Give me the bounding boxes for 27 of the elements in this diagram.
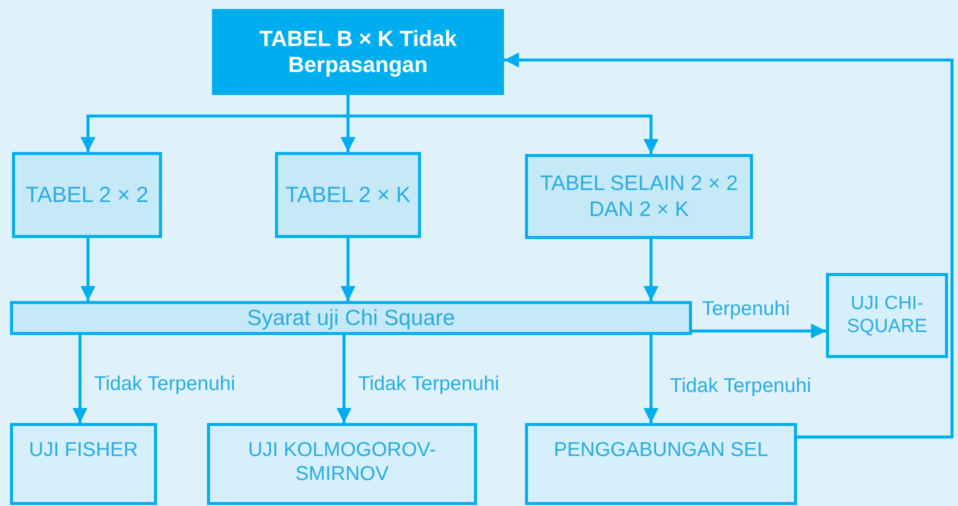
box-text: UJI FISHER	[29, 438, 138, 462]
arrow	[336, 335, 352, 423]
box-text: TABEL SELAIN 2 × 2 DAN 2 × K	[539, 171, 739, 222]
box-text: PENGGABUNGAN SEL	[554, 438, 768, 462]
box-text: TABEL 2 × K	[285, 182, 411, 208]
arrow	[346, 95, 658, 154]
process-box	[207, 423, 477, 505]
box-text: Syarat uji Chi Square	[247, 304, 455, 332]
process-box	[525, 154, 753, 239]
process-box	[525, 423, 797, 505]
process-box	[826, 273, 948, 358]
process-box	[10, 301, 692, 335]
process-box	[12, 152, 162, 238]
arrow	[692, 324, 826, 338]
box-text: UJI KOLMOGOROV-SMIRNOV	[247, 438, 437, 486]
box-text: UJI CHI-SQUARE	[846, 292, 928, 338]
arrow	[340, 238, 356, 301]
box-text: TABEL B × K Tidak Berpasangan	[258, 26, 458, 78]
arrow	[644, 239, 658, 301]
arrow	[80, 238, 96, 301]
arrow	[504, 52, 954, 438]
process-box	[10, 423, 157, 505]
box-text: TABEL 2 × 2	[26, 182, 148, 208]
arrow	[72, 335, 88, 423]
arrow	[644, 335, 658, 423]
process-box	[275, 152, 421, 238]
title-box	[212, 9, 504, 95]
